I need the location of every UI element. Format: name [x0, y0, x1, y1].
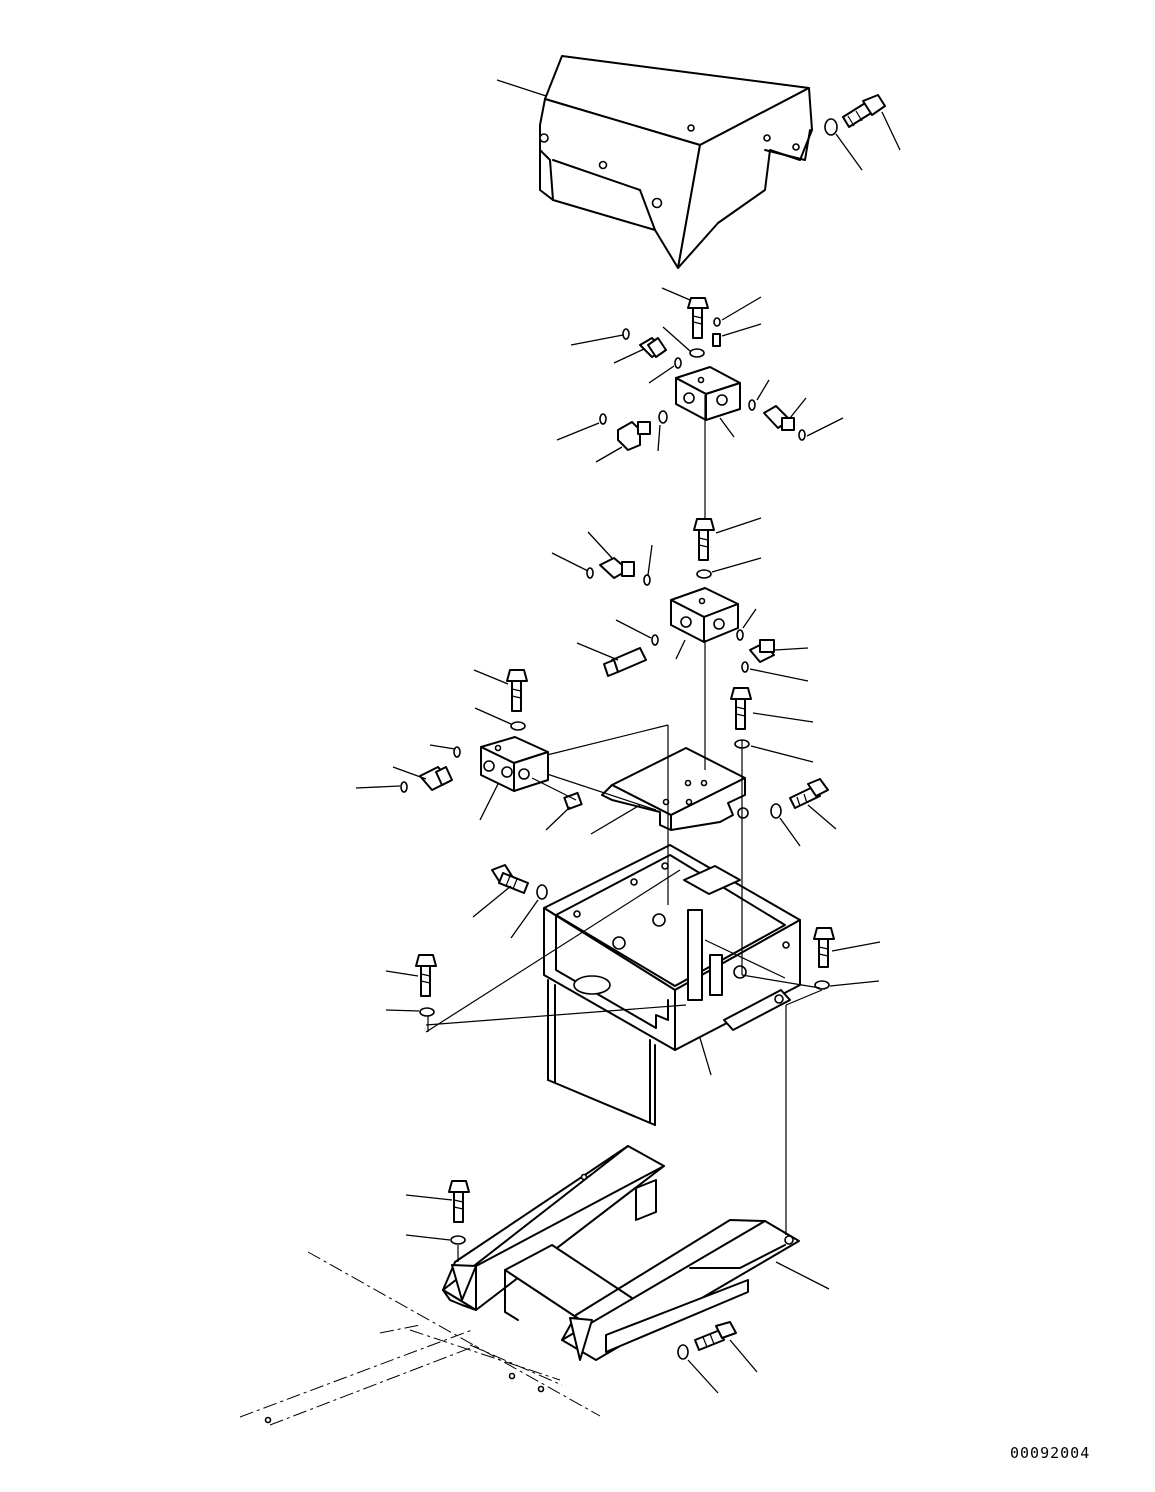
left-block-fitting[interactable] — [355, 744, 461, 793]
frame-bolt[interactable] — [405, 1180, 470, 1245]
upper-plug[interactable] — [712, 296, 762, 347]
support-frame[interactable] — [442, 1145, 830, 1361]
bracket-washer[interactable] — [734, 739, 814, 763]
upper-left-fitting[interactable] — [570, 328, 667, 364]
middle-elbow[interactable] — [551, 531, 653, 586]
middle-right-elbow[interactable] — [736, 608, 809, 682]
valve-mounting-box[interactable] — [543, 844, 801, 1126]
cover-bolt[interactable] — [842, 94, 901, 151]
middle-valve-block[interactable] — [670, 587, 739, 660]
upper-block-washer[interactable] — [662, 326, 705, 358]
upper-valve-block[interactable] — [675, 366, 741, 438]
left-block-plug[interactable] — [545, 791, 583, 831]
bracket-side-bolt[interactable] — [770, 778, 837, 847]
middle-block-washer[interactable] — [696, 557, 762, 579]
left-valve-block[interactable] — [479, 736, 549, 821]
box-lower-left-bolt[interactable] — [385, 954, 437, 1017]
alignment-lines — [425, 395, 823, 1262]
left-block-washer[interactable] — [474, 707, 526, 731]
box-left-bolt[interactable] — [472, 864, 548, 939]
valve-mounting-bracket[interactable] — [590, 747, 749, 835]
upper-elbow-oring[interactable] — [657, 410, 668, 452]
machine-floor-phantom — [239, 1251, 601, 1426]
box-right-bolt[interactable] — [813, 927, 881, 990]
upper-elbow[interactable] — [556, 413, 651, 463]
drawing-number: 00092004 — [1010, 1444, 1091, 1462]
bracket-bolt[interactable] — [730, 687, 814, 730]
frame-lower-bolt[interactable] — [677, 1321, 758, 1394]
upper-right-fitting[interactable] — [748, 379, 844, 441]
middle-left-valve[interactable] — [576, 619, 659, 677]
cover-washer[interactable] — [824, 118, 863, 171]
valve-cover[interactable] — [496, 55, 813, 269]
middle-block-bolt[interactable] — [693, 517, 762, 561]
left-block-bolt[interactable] — [473, 669, 528, 712]
upper-block-bolt[interactable] — [661, 287, 709, 339]
upper-left-oring[interactable] — [648, 357, 682, 384]
